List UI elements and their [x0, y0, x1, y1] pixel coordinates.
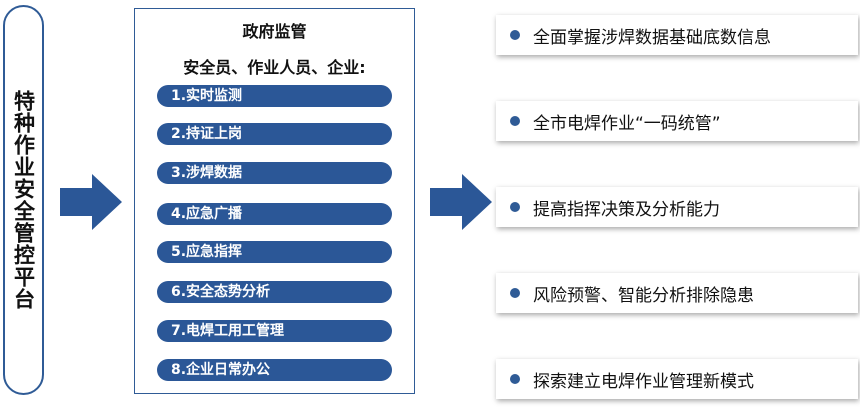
bullet-icon: [510, 116, 520, 126]
bullet-icon: [510, 374, 520, 384]
step-item: 1.实时监测: [157, 85, 392, 107]
platform-label-box: 特种作业安全管控平台: [3, 5, 44, 395]
outcome-text: 提高指挥决策及分析能力: [533, 199, 720, 220]
outcome-text: 全市电焊作业“一码统管”: [533, 113, 721, 134]
center-subtitle: 安全员、作业人员、企业:: [183, 58, 366, 77]
outcome-box: 风险预警、智能分析排除隐患: [496, 273, 858, 313]
outcome-box: 全面掌握涉焊数据基础底数信息: [496, 15, 858, 55]
step-item: 2.持证上岗: [157, 123, 392, 145]
bullet-icon: [510, 288, 520, 298]
step-item: 7.电焊工用工管理: [157, 320, 392, 342]
platform-title: 特种作业安全管控平台: [11, 90, 36, 310]
step-item: 3.涉焊数据: [157, 162, 392, 184]
step-item: 8.企业日常办公: [157, 359, 392, 381]
step-item: 5.应急指挥: [157, 241, 392, 263]
outcome-box: 提高指挥决策及分析能力: [496, 187, 858, 227]
step-item: 4.应急广播: [157, 203, 392, 225]
outcome-text: 探索建立电焊作业管理新模式: [533, 371, 754, 392]
outcome-box: 全市电焊作业“一码统管”: [496, 101, 858, 141]
center-title: 政府监管: [242, 22, 307, 41]
bullet-icon: [510, 30, 520, 40]
right-arrow-icon: [60, 174, 122, 230]
outcome-text: 风险预警、智能分析排除隐患: [533, 285, 754, 306]
outcome-box: 探索建立电焊作业管理新模式: [496, 359, 858, 399]
bullet-icon: [510, 202, 520, 212]
step-item: 6.安全态势分析: [157, 281, 392, 303]
right-arrow-icon: [430, 174, 492, 230]
outcome-text: 全面掌握涉焊数据基础底数信息: [533, 27, 771, 48]
government-supervision-box: 政府监管 安全员、作业人员、企业: 1.实时监测 2.持证上岗 3.涉焊数据 4…: [134, 8, 415, 394]
